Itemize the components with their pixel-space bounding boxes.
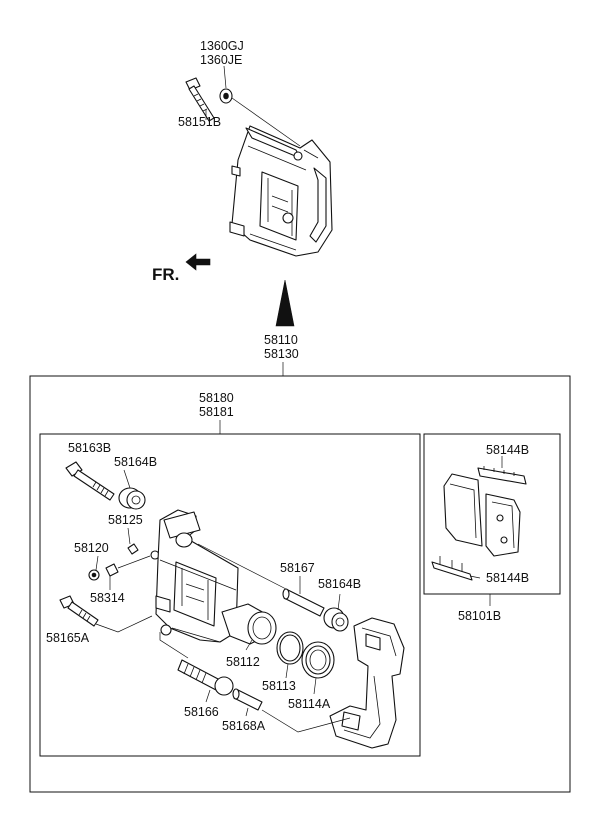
assembly-box bbox=[29, 375, 571, 793]
upper-boot bbox=[118, 487, 146, 510]
guide-pin bbox=[282, 588, 325, 617]
label-bleeder: 58314 bbox=[90, 591, 125, 605]
brake-pad-left bbox=[443, 473, 483, 547]
label-boot-right: 58164B bbox=[318, 577, 361, 591]
label-shim-top: 58144B bbox=[486, 443, 529, 457]
shim-clip-top bbox=[477, 466, 527, 485]
right-boot bbox=[323, 607, 349, 632]
label-front-direction: FR. bbox=[152, 265, 179, 284]
label-assy-a: 58110 bbox=[264, 333, 298, 347]
label-assy-b: 58130 bbox=[264, 347, 299, 361]
label-lower-pin-boot: 58166 bbox=[184, 705, 219, 719]
caliper-housing bbox=[155, 509, 239, 643]
lower-pin bbox=[232, 688, 263, 711]
bleeder-screw bbox=[105, 550, 160, 577]
seal-ring-icon bbox=[276, 631, 304, 665]
assembly-pointer-arrow-icon bbox=[275, 279, 295, 327]
label-caliper-a: 58180 bbox=[199, 391, 234, 405]
label-cap: 58125 bbox=[108, 513, 143, 527]
caliper-assembly-top bbox=[229, 125, 333, 257]
caliper-box bbox=[39, 433, 421, 757]
label-nut-je: 1360JE bbox=[200, 53, 242, 67]
label-nut-gj: 1360GJ bbox=[200, 39, 244, 53]
pad-kit-box bbox=[423, 433, 561, 595]
cap-icon bbox=[127, 543, 139, 555]
label-bolt-top: 58151B bbox=[178, 115, 221, 129]
brake-pad-right bbox=[485, 493, 521, 557]
piston bbox=[221, 603, 277, 645]
upper-nut-icon bbox=[219, 88, 233, 104]
label-seal: 58113 bbox=[262, 679, 296, 693]
label-shim-bottom: 58144B bbox=[486, 571, 529, 585]
label-bleeder-cap: 58120 bbox=[74, 541, 109, 555]
label-piston: 58112 bbox=[226, 655, 260, 669]
label-guide-pin: 58167 bbox=[280, 561, 315, 575]
label-caliper-b: 58181 bbox=[199, 405, 234, 419]
label-guide-bolt: 58163B bbox=[68, 441, 111, 455]
piston-boot-ring-icon bbox=[301, 641, 335, 679]
label-lower-bolt: 58165A bbox=[46, 631, 90, 645]
front-direction-arrow-icon bbox=[185, 253, 211, 271]
label-piston-boot: 58114A bbox=[288, 697, 331, 711]
bleeder-cap-icon bbox=[88, 569, 100, 581]
label-lower-pin: 58168A bbox=[222, 719, 266, 733]
label-pad-kit: 58101B bbox=[458, 609, 501, 623]
shim-clip-bottom bbox=[431, 556, 473, 581]
label-boot-top: 58164B bbox=[114, 455, 157, 469]
caliper-bracket bbox=[329, 617, 405, 749]
lower-pin-boot bbox=[177, 659, 234, 696]
lower-bolt bbox=[59, 595, 99, 627]
guide-bolt bbox=[65, 461, 115, 501]
upper-bolt bbox=[185, 77, 215, 122]
leader-lines bbox=[95, 65, 503, 733]
